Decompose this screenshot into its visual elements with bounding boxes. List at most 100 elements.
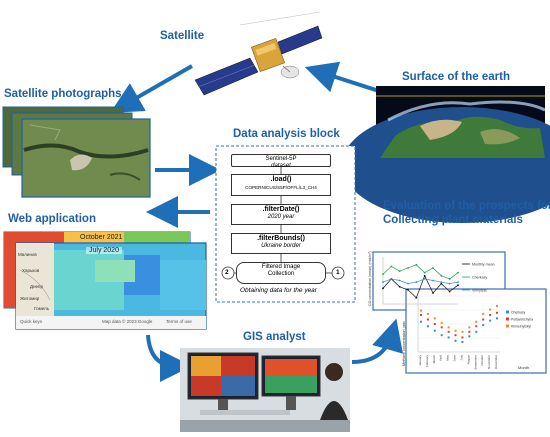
methane-data-point [468,335,471,338]
methane-legend-swatch [506,324,509,328]
methane-x-tick-label: June [453,355,457,362]
label-surface-of-earth: Surface of the earth [402,71,510,83]
flowchart-caption: Obtaining data for the year [240,287,317,294]
methane-x-tick-label: December [494,355,498,369]
co-data-point [415,263,418,266]
co-data-point [423,271,426,274]
methane-data-point [496,311,498,314]
co-data-point [457,281,459,283]
map-footer-quickkeys[interactable]: Quick keys [20,319,43,324]
label-satellite-photographs: Satellite photographs [4,88,122,100]
label-evaluation-line2: Collecting plant materials [383,214,523,226]
co-data-point [382,273,384,276]
satellite-illustration [194,11,323,96]
arrow-surface-to-satellite [304,61,386,95]
methane-data-point [482,318,485,321]
methane-chart-ylabel: Methane concentration, ppb [402,321,406,366]
co-data-point [440,282,443,285]
label-gis-analyst: GIS analyst [243,331,306,343]
methane-legend-swatch [506,310,509,314]
web-app-maps [3,231,207,330]
methane-data-point [461,340,464,343]
co-data-point [398,285,401,288]
co-data-point [407,282,409,285]
methane-data-point [447,336,450,339]
co-data-point [398,270,401,272]
map-city-label: Днепр [30,284,43,289]
methane-data-point [447,326,450,329]
label-data-analysis-block: Data analysis block [233,128,340,140]
methane-data-point [496,317,498,320]
map-city-label: Малинов [18,252,37,257]
flow-step-load-sub: COPERNICUS/S5P/OFFL/L3_CH4 [245,185,317,190]
methane-data-point [475,330,478,333]
flow-step-sentinel-sub: dataset [271,163,291,169]
methane-data-point [475,325,478,328]
methane-data-point [496,305,498,308]
co-data-point [432,292,434,294]
flow-step-sentinel-title: Sentinel-5P [265,156,297,162]
co-data-point [448,282,451,285]
methane-data-point [440,321,443,324]
methane-x-tick-label: November [487,355,491,369]
co-data-point [407,289,409,291]
arrow-gis-to-evaluation [351,318,403,364]
flowchart-node-2-circle [221,266,235,280]
earth-illustration [342,86,550,223]
methane-data-point [489,319,492,322]
flow-step-load: .load() COPERNICUS/S5P/OFFL/L3_CH4 [231,174,331,196]
methane-data-point [454,334,457,337]
map-footer-data: Map data © 2023 Google [102,319,153,324]
co-chart-ylabel: CO concentration (mean) (mol/m²) [368,251,372,306]
methane-data-point [468,330,471,333]
methane-x-tick-label: September [473,355,477,370]
co-data-point [440,281,443,283]
co-data-point [457,271,459,274]
map-city-label: Харьков [22,268,40,273]
co-legend-label: Cherkasy [472,276,487,280]
arrow-satellite-to-photos [110,64,193,113]
co-data-point [423,278,426,280]
co-data-point [448,278,451,280]
methane-data-point [454,329,457,332]
co-data-point [390,265,393,268]
methane-data-point [482,312,485,315]
co-legend-label: Monthly mean [472,263,495,267]
methane-data-point [461,330,464,333]
co-data-point [398,279,401,282]
flowchart-node-2: 2 [225,269,229,276]
methane-x-tick-label: March [432,355,436,364]
methane-data-point [433,323,436,325]
co-data-point [432,267,434,269]
webapp-front-title: July 2020 [86,247,122,254]
co-data-point [407,267,409,269]
methane-x-tick-label: April [439,355,443,361]
flow-step-filterbounds-title: .filterBounds() [257,235,305,242]
methane-data-point [420,320,422,323]
methane-data-point [489,314,492,317]
methane-data-point [440,326,443,329]
co-data-point [457,284,459,287]
methane-data-point [475,320,478,323]
co-data-point [415,281,418,283]
methane-concentration-chart: CherkasyPoltavshchynaKhmelnytskyiJanuary… [417,295,533,370]
methane-x-tick-label: February [425,355,429,368]
co-series-line [382,264,459,280]
map-footer-terms[interactable]: Terms of use [166,319,192,324]
satellite-photos-stack [2,106,151,198]
label-satellite: Satellite [160,30,205,42]
arrow-web-to-gis [146,334,192,382]
methane-data-point [426,325,429,328]
methane-data-point [440,334,443,337]
methane-legend-label: Khmelnytskyi [511,324,531,328]
methane-data-point [426,312,429,315]
methane-data-point [426,318,429,321]
methane-x-tick-label: August [466,355,470,365]
methane-data-point [461,336,464,339]
methane-legend-label: Poltavshchyna [511,317,533,321]
methane-chart-xlabel: Month [518,365,530,370]
flow-step-filterdate-title: .filterDate() [262,206,300,213]
flowchart-connectors [228,166,334,274]
